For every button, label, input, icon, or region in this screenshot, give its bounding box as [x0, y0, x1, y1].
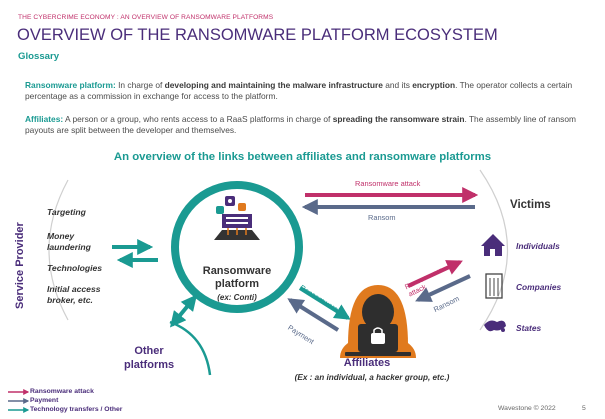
other-platforms-arc: [169, 320, 212, 376]
arrow-other-platforms: [169, 294, 198, 328]
service-provider-title: Service Provider: [14, 222, 26, 309]
label-attack-top: Ransomware attack: [355, 179, 421, 188]
legend-tech: Technology transfers / Other: [30, 406, 123, 413]
platform-circle: [171, 181, 303, 313]
sp-item-technologies: Technologies: [47, 263, 103, 273]
glossary-heading: Glossary: [18, 51, 60, 62]
arrow-platform-to-affiliates: [298, 286, 351, 320]
section-label: THE CYBERCRIME ECONOMY : AN OVERVIEW OF …: [18, 14, 274, 21]
platform-definition: Ransomware platform: In charge of develo…: [25, 80, 573, 101]
label-ransom-top: Ransom: [368, 213, 396, 222]
sp-item-targeting: Targeting: [47, 207, 86, 217]
sp-item-access-broker: Initial access broker, etc.: [47, 284, 101, 305]
affiliates-term: Affiliates:: [25, 114, 64, 124]
arrow-affiliate-attack: [407, 260, 463, 288]
globe-icon: [484, 320, 506, 332]
diagram-title: An overview of the links between affilia…: [113, 151, 492, 163]
arrow-affiliate-ransom: [415, 274, 471, 302]
platform-term: Ransomware platform:: [25, 80, 116, 90]
victims-title: Victims: [510, 199, 551, 211]
affiliates-definition: Affiliates: A person or a group, who ren…: [25, 114, 576, 135]
victim-individuals: Individuals: [516, 241, 560, 251]
service-provider-bracket: [48, 179, 69, 321]
page-number: 5: [582, 405, 586, 412]
affiliates-label: Affiliates: [343, 357, 391, 369]
legend-payment: Payment: [30, 397, 59, 404]
footer-brand: Wavestone © 2022: [498, 405, 556, 412]
server-gear-icon: [214, 196, 260, 240]
hacker-icon: [340, 285, 416, 358]
affiliates-example: (Ex : an individual, a hacker group, etc…: [294, 373, 450, 382]
page-title: OVERVIEW OF THE RANSOMWARE PLATFORM ECOS…: [17, 26, 498, 44]
sp-item-money-laundering: Money laundering: [47, 231, 91, 252]
platform-example: (ex: Conti): [217, 293, 257, 302]
other-platforms-label: Other platforms: [124, 345, 175, 371]
victims-bracket: [479, 169, 509, 331]
legend-attack: Ransomware attack: [30, 388, 94, 395]
building-icon: [485, 273, 503, 299]
victim-companies: Companies: [516, 282, 562, 292]
house-icon: [481, 234, 505, 256]
arrow-payment: [287, 298, 340, 332]
platform-name: Ransomware platform: [202, 265, 272, 290]
victim-states: States: [516, 323, 542, 333]
